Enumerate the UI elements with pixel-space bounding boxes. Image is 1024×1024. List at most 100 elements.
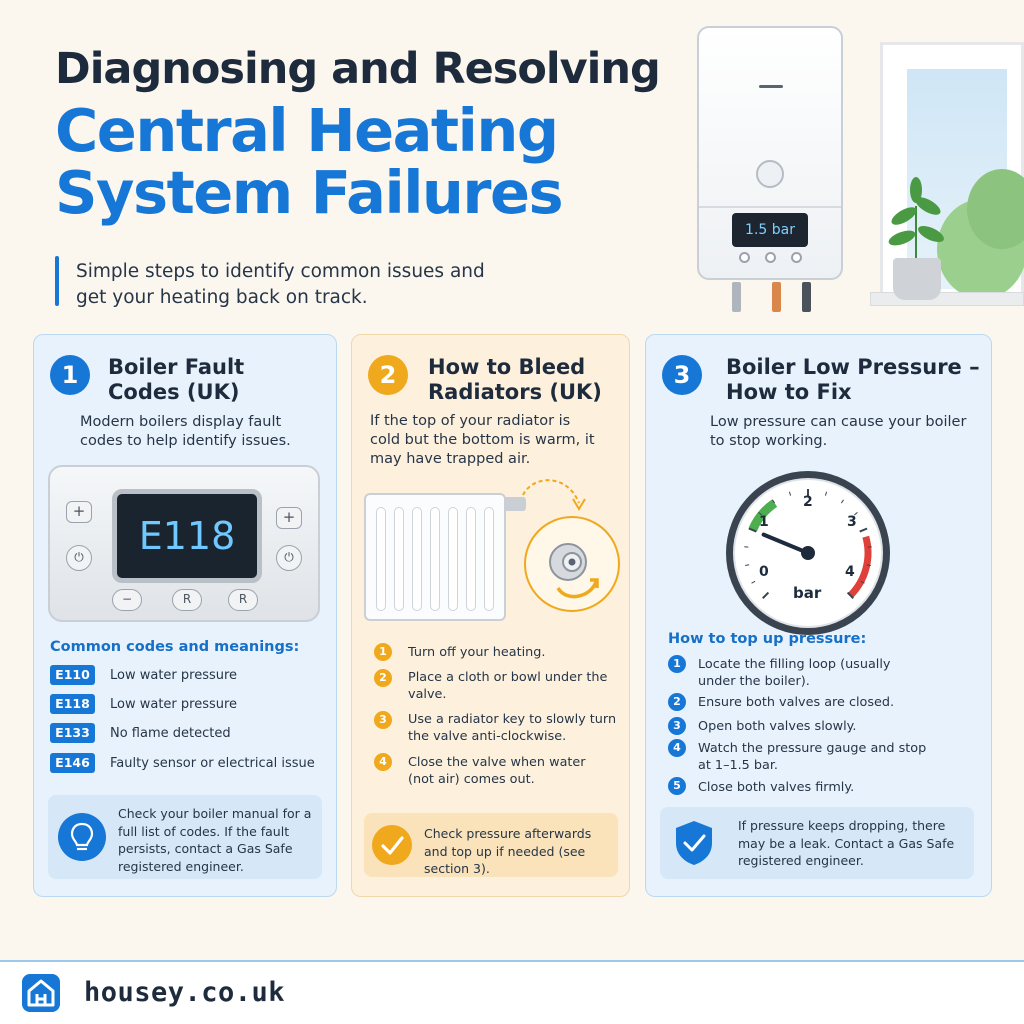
gauge-tick [762,591,770,599]
gauge-tick [866,564,871,566]
boiler-illustration: 1.5 bar [697,26,843,280]
card-intro: Modern boilers display fault codes to he… [80,414,291,449]
code-meaning: Low water pressure [110,668,238,683]
boiler-vent [759,85,783,88]
tip-box: If pressure keeps dropping, there may be… [660,807,974,879]
window-glass [907,69,1024,299]
fault-code-display: E118 [138,514,236,558]
radiator-fin [376,507,386,611]
radiator-illustration [364,493,506,621]
footer-divider [0,960,1024,962]
boiler-button [791,252,802,263]
gauge-hub [801,546,815,560]
radiator-valve [504,497,526,511]
card-boiler-fault-codes: 1 Boiler Fault Codes (UK) Modern boilers… [33,334,337,897]
step-text: Close the valve when water (not air) com… [408,755,586,787]
page-subtitle: Simple steps to identify common issues a… [76,261,485,308]
tip-box: Check your boiler manual for a full list… [48,795,322,879]
plant-pot [893,258,941,300]
gauge-tick [860,580,865,584]
gauge-tick [772,499,776,504]
gauge-unit: bar [793,584,822,602]
gauge-tick [745,564,750,566]
reset-button[interactable]: R [228,589,258,611]
step-number: 1 [668,655,686,673]
boiler-button [765,252,776,263]
code-meaning: Faulty sensor or electrical issue [110,756,315,771]
page-title-line2: Central Heating System Failures [55,96,564,227]
page-title-line1: Diagnosing and Resolving [55,44,661,94]
plant-icon [888,177,944,264]
gauge-label: 3 [847,514,857,530]
gauge-dial [744,489,872,599]
footer [0,962,1024,1024]
subtitle-accent-bar [55,256,59,306]
boiler-pipe [772,282,781,312]
checkmark-icon [372,825,412,865]
codes-heading: Common codes and meanings: [50,639,300,655]
step-text: Open both valves slowly. [698,719,857,734]
code-badge: E146 [50,753,95,773]
code-meaning: No flame detected [110,726,231,741]
house-logo-icon[interactable] [22,974,60,1012]
radiator-fin [484,507,494,611]
card-number-badge: 2 [368,355,408,395]
boiler-knob [756,160,784,188]
step-number: 3 [374,711,392,729]
radiator-fin [448,507,458,611]
pressure-gauge: 0 1 2 3 4 bar [726,471,890,635]
window-sill [870,292,1024,306]
step-text: Turn off your heating. [408,645,546,660]
step-number: 4 [374,753,392,771]
card-intro: If the top of your radiator is cold but … [370,413,595,467]
gauge-tick [840,499,844,504]
tree-icon [967,169,1024,249]
plus-button[interactable]: + [66,501,92,523]
boiler-control-panel: E118 + ⏻ + ⏻ − R R [48,465,320,622]
code-badge: E133 [50,723,95,743]
radiator-fin [466,507,476,611]
lightbulb-icon [58,813,106,861]
power-button[interactable]: ⏻ [66,545,92,571]
tip-box: Check pressure afterwards and top up if … [364,813,618,877]
code-badge: E110 [50,665,95,685]
boiler-pipe [732,282,741,312]
card-low-pressure: 3 Boiler Low Pressure – How to Fix Low p… [645,334,992,897]
minus-button[interactable]: − [112,589,142,611]
step-number: 2 [374,669,392,687]
shield-icon [676,821,712,865]
step-number: 5 [668,777,686,795]
bleed-valve-icon [549,543,599,599]
gauge-tick [854,512,858,516]
gauge-needle [761,532,810,555]
card-title: Boiler Low Pressure – How to Fix [726,355,980,404]
reset-button[interactable]: R [172,589,202,611]
gauge-green-zone [748,499,778,532]
gauge-tick [824,491,828,496]
gauge-label: 0 [759,564,769,580]
boiler-divider [699,206,841,208]
gauge-tick [859,527,868,533]
gauge-tick [758,512,762,516]
code-meaning: Low water pressure [110,697,238,712]
gauge-tick [788,491,792,496]
plus-button[interactable]: + [276,507,302,529]
boiler-button [739,252,750,263]
boiler-pipe [802,282,811,312]
step-number: 4 [668,739,686,757]
steps-heading: How to top up pressure: [668,631,867,647]
gauge-tick [846,591,854,599]
gauge-tick [751,580,756,584]
gauge-red-zone [847,535,872,598]
boiler-screen: 1.5 bar [732,213,808,247]
gauge-label: 4 [845,564,855,580]
step-text: Close both valves firmly. [698,780,855,795]
brand-name[interactable]: housey.co.uk [84,977,286,1008]
window-illustration [880,42,1024,299]
step-text: Place a cloth or bowl under the valve. [408,670,608,702]
card-number-badge: 3 [662,355,702,395]
step-number: 3 [668,717,686,735]
power-button[interactable]: ⏻ [276,545,302,571]
gauge-tick [748,527,757,533]
card-number-badge: 1 [50,355,90,395]
